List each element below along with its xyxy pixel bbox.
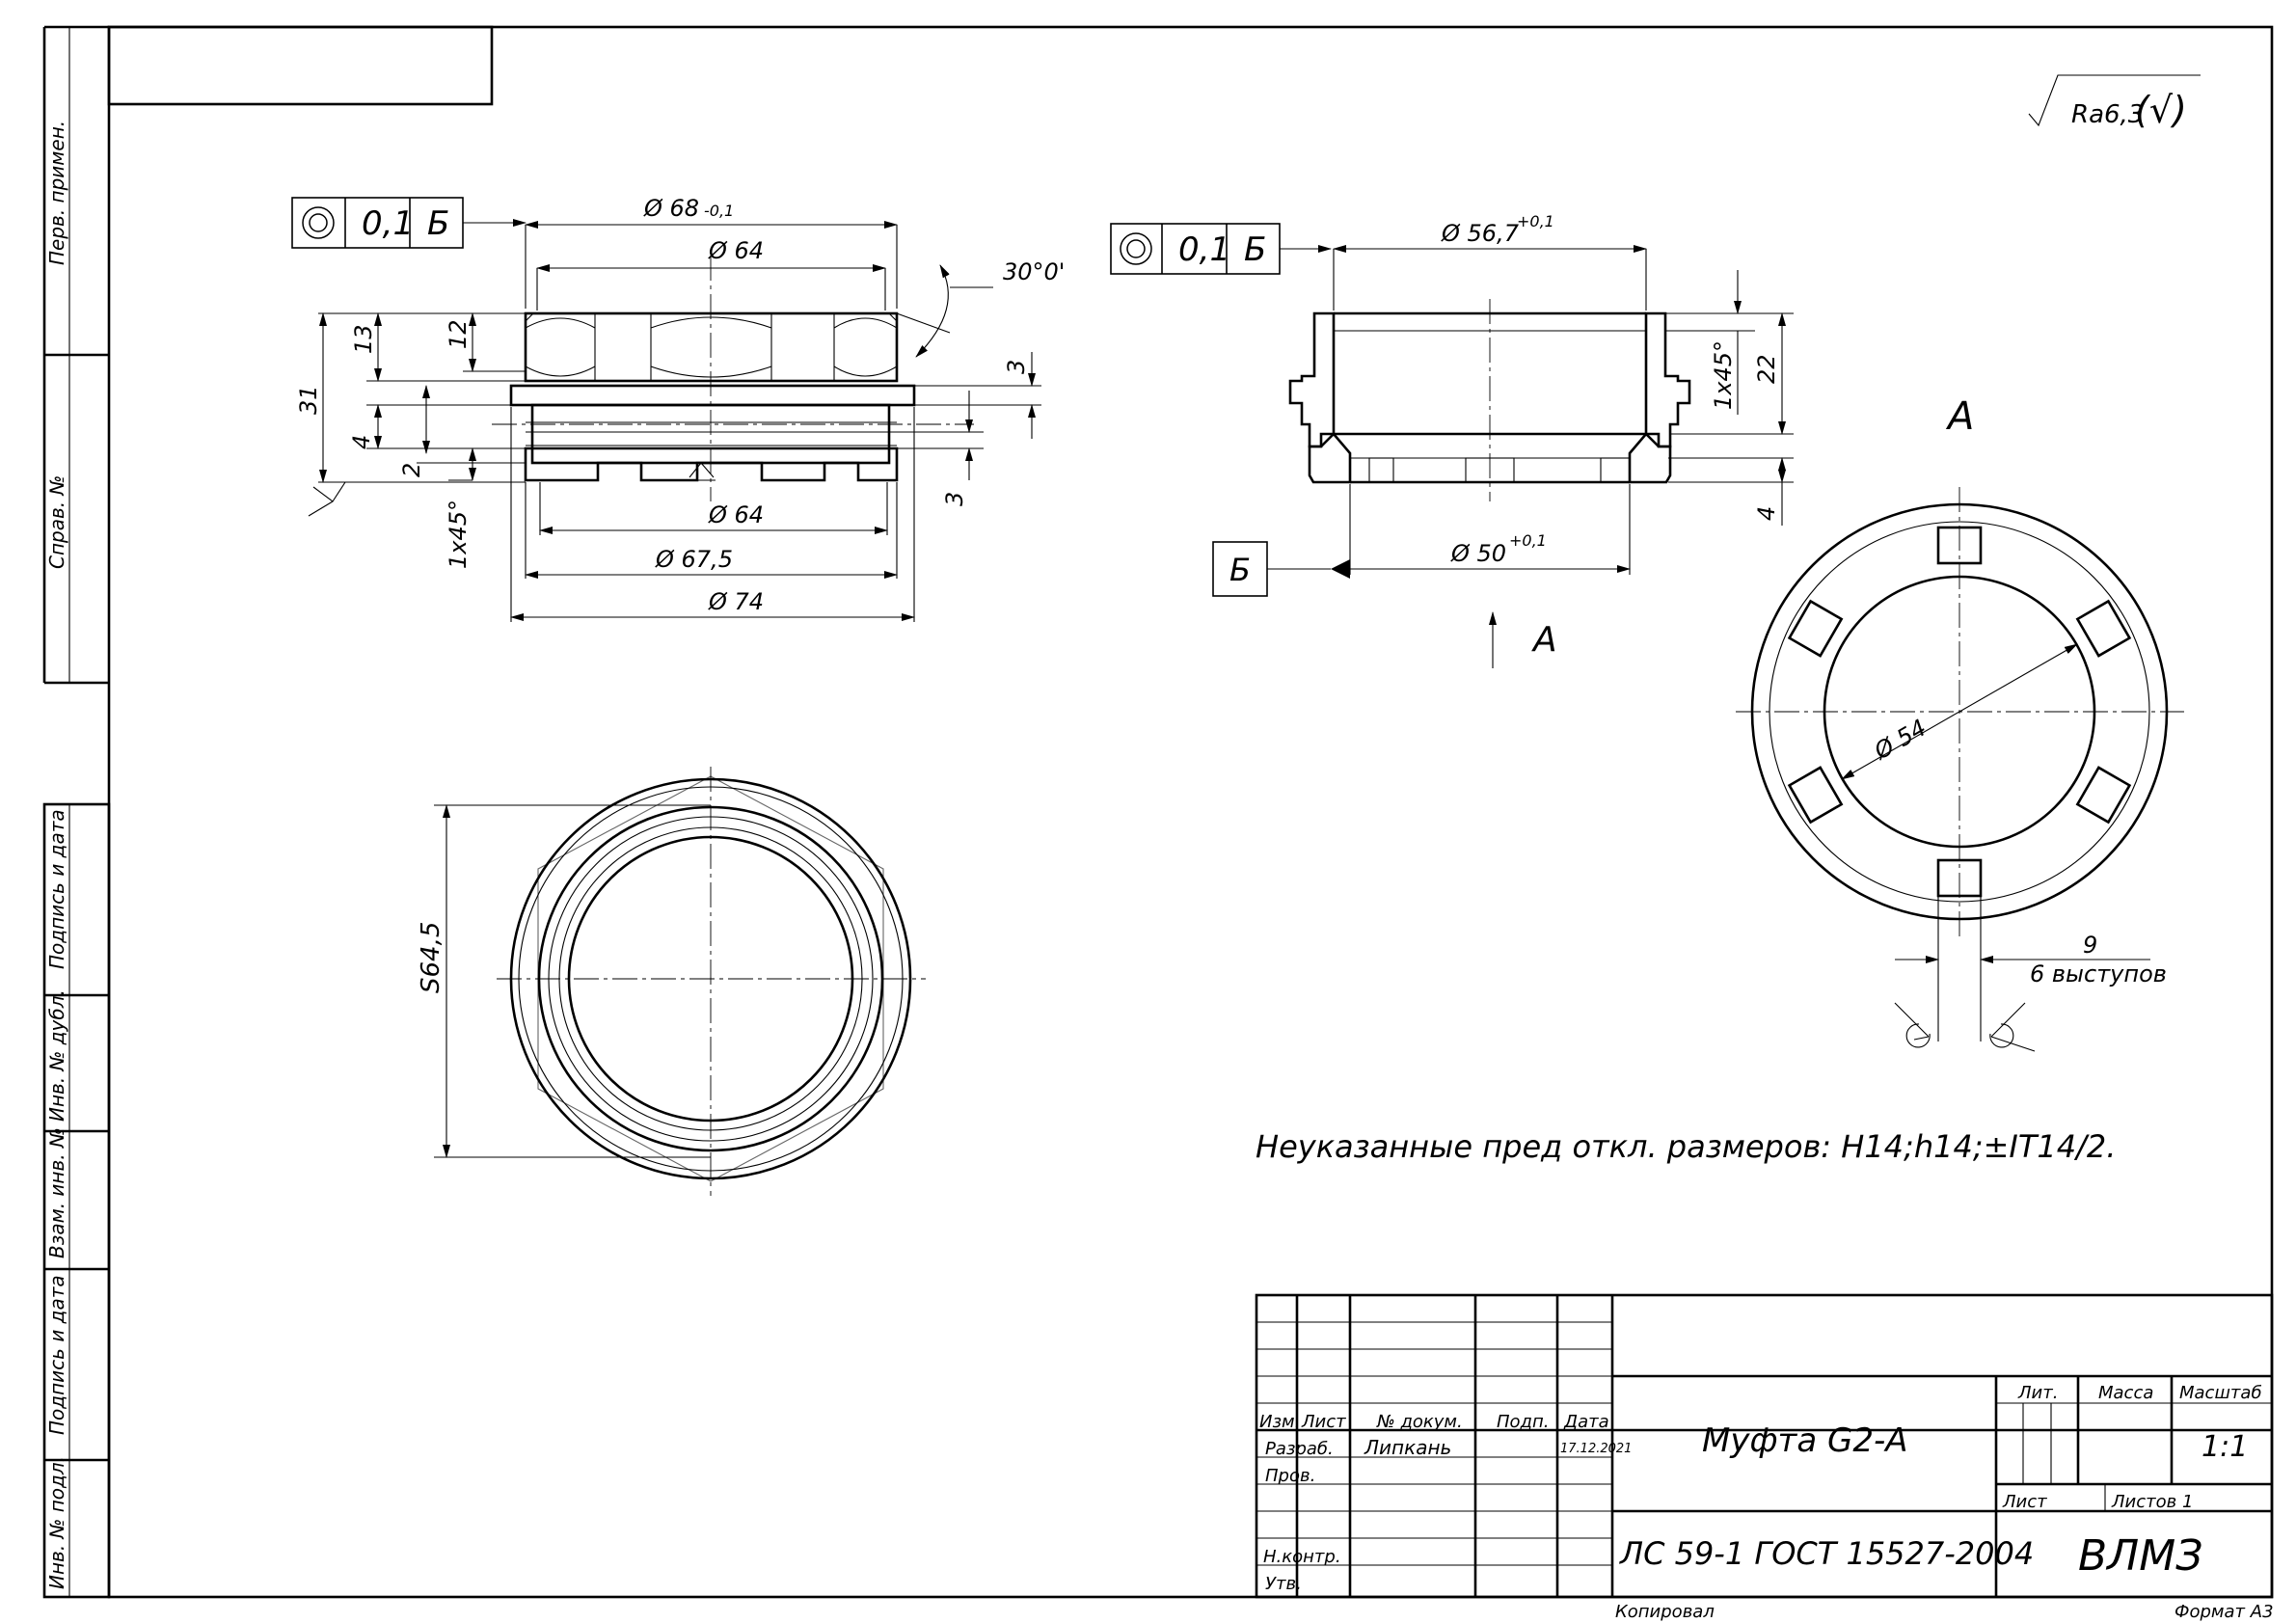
footer-format: Формат А3: [2174, 1602, 2274, 1622]
dim-chamfer-left: 1x45°: [445, 500, 472, 569]
dim-angle: 30°0': [1003, 258, 1065, 285]
tolerance-datum-right: Б: [1244, 230, 1266, 269]
tb-utv: Утв.: [1265, 1574, 1302, 1594]
tb-sheet-label: Лист: [2002, 1492, 2047, 1512]
right-view: 0,1 Б Ø 56,7 +0,1 Ø 50 +0,1 Б: [1110, 212, 1794, 668]
dim-d68: Ø 68: [643, 195, 699, 222]
view-a: А Ø 54 9 6 выступов: [1736, 394, 2184, 1052]
view-arrow-label: А: [1531, 620, 1557, 660]
dim-d64-bot: Ø 64: [708, 501, 764, 528]
dim-h31: 31: [295, 385, 322, 415]
tolerance-datum-left: Б: [427, 204, 449, 243]
tolerance-frame-left: 0,1 Б: [291, 197, 527, 249]
dim-d56-7-tol: +0,1: [1517, 212, 1554, 230]
tb-razrab: Разраб.: [1265, 1439, 1334, 1459]
tolerance-value-left: 0,1: [362, 204, 414, 243]
dim-s64-5: S64,5: [417, 922, 446, 993]
top-view: S64,5: [417, 767, 926, 1196]
dim-h4: 4: [348, 435, 375, 449]
tb-razrab-date: 17.12.2021: [1560, 1442, 1632, 1456]
left-view: 0,1 Б Ø 68 -0,1 Ø 64: [291, 195, 1065, 622]
title-block: Изм. Лист № докум. Подп. Дата Разраб. Ли…: [1255, 1293, 2274, 1599]
tb-podp: Подп.: [1497, 1412, 1549, 1432]
sidebar-perv-primen: Перв. примен.: [45, 121, 68, 265]
tb-lit: Лит.: [2017, 1383, 2058, 1403]
dim-h3a: 3: [1003, 360, 1030, 374]
dim-d67-5: Ø 67,5: [655, 546, 733, 573]
sidebar: Перв. примен. Справ. № Подпись и дата Ин…: [42, 25, 111, 1599]
tb-izm: Изм.: [1259, 1412, 1300, 1432]
dim-h13: 13: [350, 324, 377, 354]
tb-sheets-label: Листов 1: [2111, 1492, 2193, 1512]
roughness-value: Ra6,3: [2071, 100, 2144, 129]
tb-part-name: Муфта G2-А: [1702, 1421, 1907, 1460]
sidebar-inv-dubl: Инв. № дубл.: [45, 989, 68, 1122]
footer-kopiroval: Копировал: [1615, 1602, 1715, 1622]
dim-count: 6 выступов: [2030, 960, 2167, 987]
sidebar-inv-podl: Инв. № подл.: [45, 1456, 68, 1589]
tb-nkontr: Н.контр.: [1263, 1547, 1341, 1567]
tolerance-frame-right: 0,1 Б: [1110, 223, 1332, 275]
dim-d56-7: Ø 56,7: [1441, 220, 1520, 247]
dim-width-9: 9: [2083, 932, 2097, 959]
dim-d54: Ø 54: [1869, 714, 1931, 765]
sidebar-vzam-inv: Взам. инв. №: [45, 1127, 68, 1258]
tb-razrab-name: Липкань: [1364, 1436, 1451, 1459]
dim-h12: 12: [445, 319, 472, 349]
dim-d50: Ø 50: [1450, 540, 1506, 567]
dim-h3b: 3: [941, 492, 968, 506]
sidebar-podpis-data-2: Подпись и дата: [45, 1275, 68, 1435]
tb-masshtab: Масштаб: [2179, 1383, 2262, 1403]
dim-h4-right: 4: [1753, 506, 1780, 521]
dim-h22: 22: [1753, 354, 1780, 384]
dim-chamfer-right: 1x45°: [1710, 340, 1737, 410]
dim-d50-tol: +0,1: [1509, 531, 1547, 550]
tb-org: ВЛМЗ: [2078, 1531, 2202, 1581]
view-a-title: А: [1945, 394, 1974, 439]
tb-scale: 1:1: [2201, 1430, 2248, 1464]
tb-no-dokum: № докум.: [1376, 1412, 1463, 1432]
sidebar-podpis-data-1: Подпись и дата: [45, 809, 68, 969]
roughness-mark: Ra6,3 (√): [2028, 74, 2201, 131]
dim-d74: Ø 74: [708, 588, 764, 615]
dim-h2: 2: [398, 463, 425, 477]
tb-prov: Пров.: [1265, 1466, 1315, 1486]
roughness-check: (√): [2135, 89, 2187, 131]
tb-list: Лист: [1301, 1412, 1346, 1432]
tb-massa: Масса: [2098, 1383, 2153, 1403]
dim-d68-tol: -0,1: [704, 202, 734, 220]
datum-b-label: Б: [1229, 552, 1251, 588]
tb-material: ЛС 59-1 ГОСТ 15527-2004: [1619, 1535, 2034, 1572]
tolerance-note: Неуказанные пред откл. размеров: H14;h14…: [1256, 1128, 2116, 1165]
dim-d64-top: Ø 64: [708, 237, 764, 264]
tb-data: Дата: [1563, 1412, 1609, 1432]
sidebar-sprav-no: Справ. №: [45, 475, 68, 569]
tolerance-value-right: 0,1: [1178, 230, 1230, 269]
